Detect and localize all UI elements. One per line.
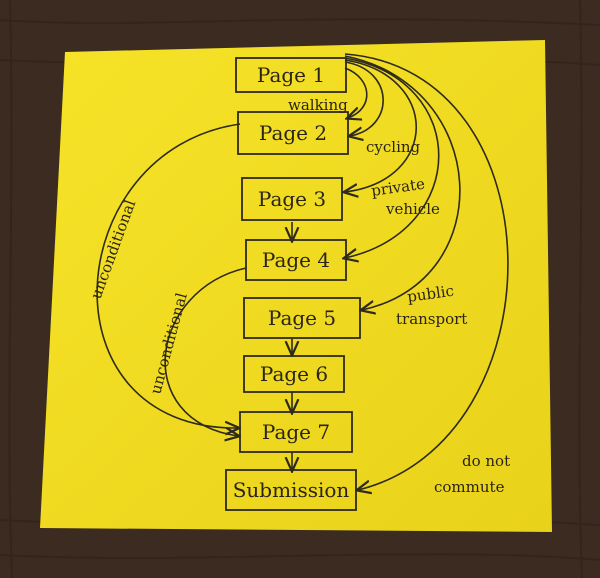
node-page3: Page 3 (241, 177, 343, 221)
node-page2-label: Page 2 (259, 121, 327, 145)
edges (96, 53, 509, 490)
label-commute: commute (434, 478, 505, 496)
node-page1-label: Page 1 (257, 63, 325, 87)
node-page5-box (243, 297, 361, 339)
label-cycling: cycling (366, 138, 421, 156)
edge-private-vehicle (345, 59, 418, 192)
label-vehicle: vehicle (385, 200, 440, 218)
node-page7-label: Page 7 (262, 420, 330, 444)
sticky-note (40, 40, 552, 532)
edge-unconditional-inner (164, 267, 247, 436)
node-page5: Page 5 (243, 297, 361, 339)
node-page6-label: Page 6 (260, 362, 328, 386)
edge-public-transport (344, 55, 461, 310)
edge-do-not-commute (344, 53, 509, 490)
label-do-not: do not (462, 452, 510, 470)
node-page3-box (241, 177, 343, 221)
node-submission: Submission (225, 469, 357, 511)
node-page6: Page 6 (243, 355, 345, 393)
node-page3-label: Page 3 (258, 187, 326, 211)
node-page1-box (235, 57, 347, 93)
edge-walking (345, 67, 368, 118)
node-page1: Page 1 (235, 57, 347, 93)
node-page7: Page 7 (239, 411, 353, 453)
edge-unconditional-outer (96, 123, 240, 428)
label-transport: transport (396, 310, 467, 328)
node-submission-label: Submission (233, 478, 350, 502)
node-page5-label: Page 5 (268, 306, 336, 330)
node-page4-label: Page 4 (262, 248, 330, 272)
edge-cycling (344, 61, 384, 136)
nodes: Page 1 Page 2 Page 3 Page 4 Page 5 Page 6 Page… (225, 57, 361, 511)
edge-page1-page4 (345, 57, 440, 258)
label-walking: walking (288, 96, 348, 114)
